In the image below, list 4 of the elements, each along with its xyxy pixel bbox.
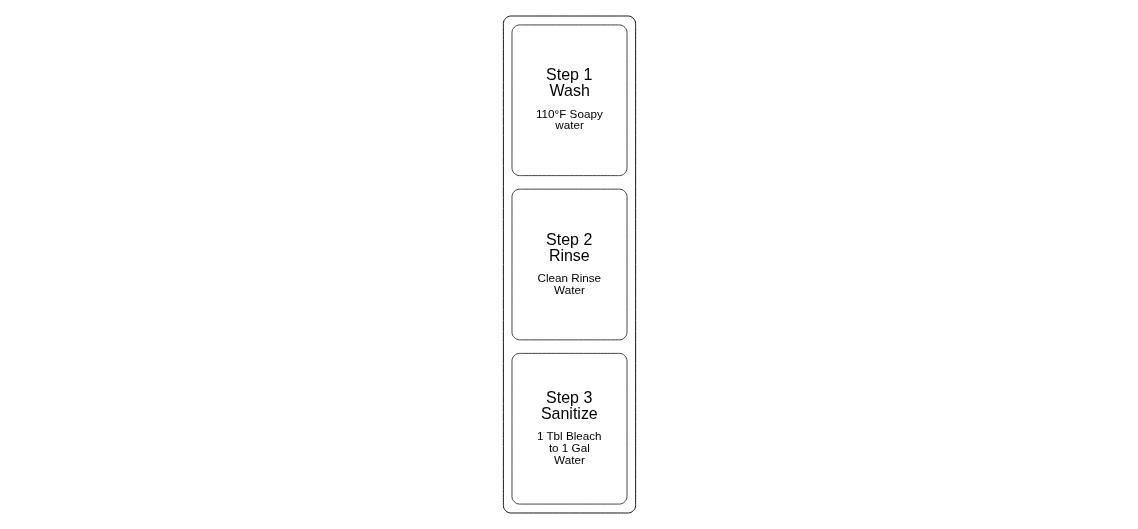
node-box: Step 1 Wash 110°F Soapy water [511, 24, 627, 176]
node-box: Step 2 Rinse Clean Rinse Water [511, 188, 627, 341]
node-box: Step 3 Sanitize 1 Tbl Bleach to 1 Gal Water [511, 353, 627, 505]
cluster [502, 15, 636, 514]
